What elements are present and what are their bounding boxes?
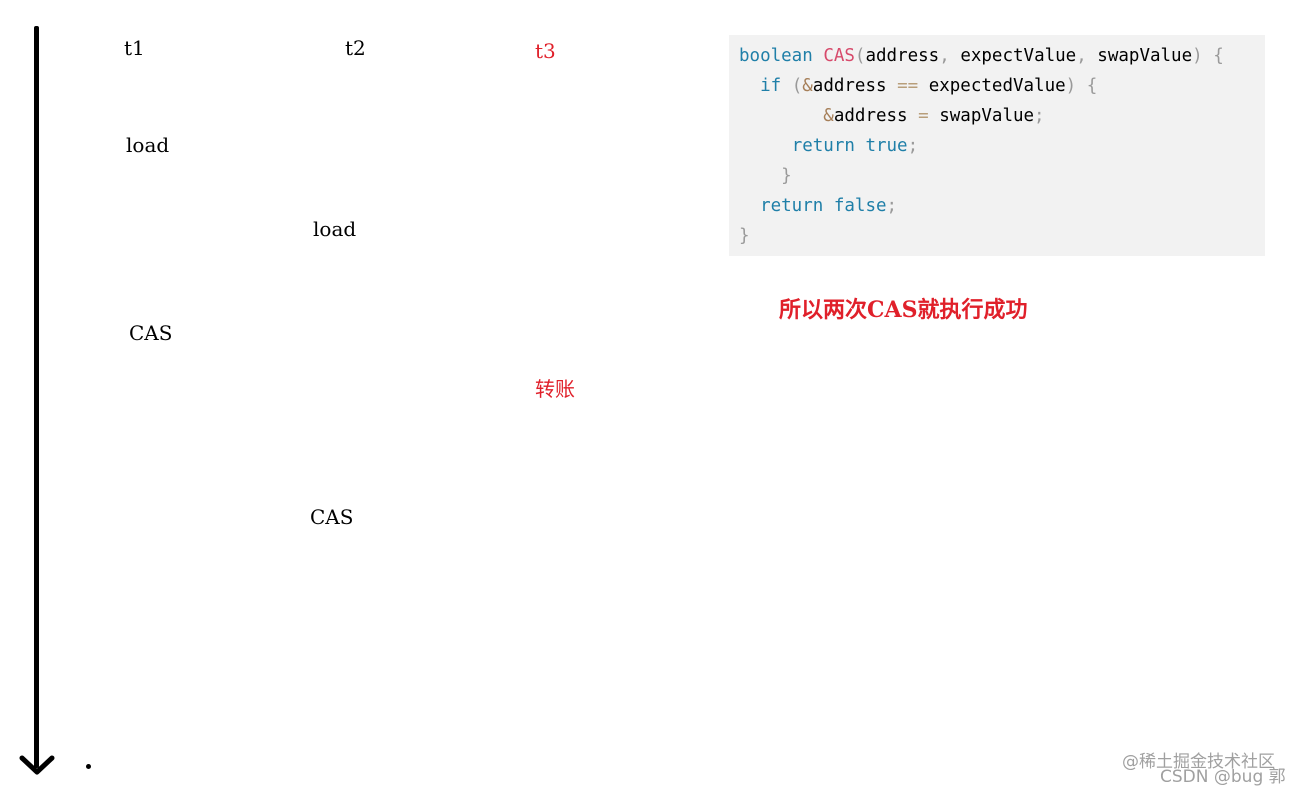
dot-mark (86, 764, 91, 769)
summary-text: 所以两次CAS就执行成功 (779, 297, 1028, 323)
t3-transfer-step: 转账 (535, 377, 575, 401)
code-line-6: return false; (760, 196, 898, 216)
t2-load-step: load (313, 217, 357, 241)
down-arrow-icon (19, 755, 55, 775)
watermark-csdn: CSDN @bug 郭 (1160, 767, 1286, 787)
t2-cas-step: CAS (310, 505, 354, 529)
timeline-axis (34, 26, 39, 768)
code-line-1: boolean CAS(address, expectValue, swapVa… (739, 46, 1224, 66)
thread-t1-label: t1 (124, 36, 145, 60)
thread-t3-label: t3 (535, 39, 556, 63)
code-line-7: } (739, 226, 750, 246)
code-line-3: &address = swapValue; (823, 106, 1045, 126)
t1-cas-step: CAS (129, 321, 173, 345)
t1-load-step: load (126, 133, 170, 157)
cas-code-block: boolean CAS(address, expectValue, swapVa… (729, 35, 1265, 256)
code-line-5: } (781, 166, 792, 186)
watermark-juejin: @稀土掘金技术社区 (1122, 752, 1275, 772)
code-line-2: if (&address == expectedValue) { (760, 76, 1098, 96)
thread-t2-label: t2 (345, 36, 366, 60)
code-line-4: return true; (791, 136, 919, 156)
